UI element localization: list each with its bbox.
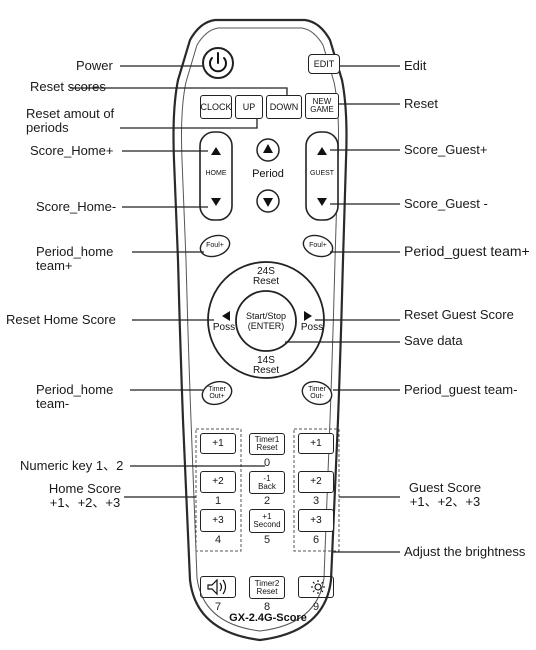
timer2-reset-button[interactable]: Timer2 Reset — [249, 576, 285, 599]
label-score-guest-minus: Score_Guest - — [404, 196, 488, 211]
key-digit: 7 — [214, 601, 222, 613]
arrow-up-icon — [263, 144, 273, 153]
label-reset: Reset — [404, 96, 438, 111]
guest-plus-2-button[interactable]: +2 — [298, 471, 334, 493]
key-digit: 8 — [263, 601, 271, 613]
label-period-guest-minus: Period_guest team- — [404, 382, 518, 397]
guest-rocker-frame — [305, 131, 339, 221]
key-digit: 1 — [214, 495, 222, 507]
up-button[interactable]: UP — [235, 95, 263, 119]
model-label: GX-2.4G-Score — [229, 612, 307, 624]
home-plus-1-button[interactable]: +1 — [200, 433, 236, 454]
period-label: Period — [252, 168, 284, 180]
timer-out-home-button[interactable]: Timer Out+ — [208, 386, 226, 400]
down-button[interactable]: DOWN — [266, 95, 302, 119]
guest-score-group — [293, 428, 340, 552]
home-rocker-frame — [199, 131, 233, 221]
label-reset-home-score: Reset Home Score — [6, 312, 116, 327]
key-digit: 0 — [263, 457, 271, 469]
label-score-home-minus: Score_Home- — [36, 199, 117, 214]
label-save-data: Save data — [404, 333, 463, 348]
reset-24s-button[interactable]: 24S Reset — [252, 266, 280, 287]
power-icon — [209, 52, 227, 73]
label-edit: Edit — [404, 58, 427, 73]
label-score-guest-plus: Score_Guest+ — [404, 142, 488, 157]
key-digit: 5 — [263, 534, 271, 546]
home-plus-3-button[interactable]: +3 — [200, 509, 236, 532]
start-stop-button[interactable]: Start/Stop (ENTER) — [245, 311, 287, 331]
clock-button[interactable]: CLOCK — [200, 95, 232, 119]
arrow-down-icon — [211, 198, 221, 206]
label-numeric-key: Numeric key 1、2 — [20, 458, 124, 473]
label-period-home-minus: Period_home team- — [36, 382, 114, 411]
start-stop-disc — [235, 290, 297, 352]
arrow-left-icon — [222, 311, 230, 321]
new-game-button[interactable]: NEW GAME — [305, 93, 339, 119]
leader-lines — [70, 65, 400, 553]
timer1-reset-button[interactable]: Timer1 Reset — [249, 433, 285, 455]
guest-plus-3-button[interactable]: +3 — [298, 509, 334, 532]
key-digit: 3 — [312, 495, 320, 507]
label-guest-score: Guest Score +1、+2、+3 — [408, 480, 482, 509]
poss-right-button[interactable]: Poss — [300, 322, 324, 333]
guest-plus-1-button[interactable]: +1 — [298, 433, 334, 454]
foul-guest-button[interactable]: Foul+ — [309, 242, 327, 249]
plus-second-button[interactable]: +1 Second — [249, 509, 285, 533]
label-score-home-plus: Score_Home+ — [30, 143, 114, 158]
arrow-up-icon — [317, 147, 327, 155]
arrow-up-icon — [211, 147, 221, 155]
back-button[interactable]: -1 Back — [249, 471, 285, 494]
foul-home-button[interactable]: Foul+ — [206, 242, 224, 249]
home-score-group — [195, 428, 242, 552]
timer-out-guest-button[interactable]: Timer Out- — [308, 386, 326, 400]
label-period-home-plus: Period_home team+ — [36, 244, 114, 273]
timer-out-home-shape — [201, 380, 233, 406]
label-adjust-brightness: Adjust the brightness — [404, 544, 526, 559]
label-reset-periods: Reset amout of periods — [26, 106, 115, 135]
label-period-guest-plus: Period_guest team+ — [404, 243, 530, 259]
label-reset-scores: Reset scores — [30, 79, 106, 94]
edit-button[interactable]: EDIT — [308, 54, 340, 74]
key-digit: 2 — [263, 495, 271, 507]
key-digit: 6 — [312, 534, 320, 546]
volume-icon — [207, 578, 227, 596]
foul-guest-shape — [302, 234, 334, 258]
key-digit: 4 — [214, 534, 222, 546]
label-reset-guest-score: Reset Guest Score — [404, 307, 514, 322]
home-button[interactable]: HOME — [205, 170, 227, 177]
key-digit: 9 — [312, 601, 320, 613]
reset-14s-button[interactable]: 14S Reset — [252, 355, 280, 376]
home-plus-2-button[interactable]: +2 — [200, 471, 236, 493]
label-power: Power — [76, 58, 113, 73]
volume-button[interactable] — [200, 576, 236, 598]
poss-left-button[interactable]: Poss — [212, 322, 236, 333]
arrow-down-icon — [263, 198, 273, 207]
label-home-score: Home Score +1、+2、+3 — [48, 481, 122, 510]
foul-home-shape — [199, 234, 231, 258]
guest-button[interactable]: GUEST — [309, 170, 335, 177]
arrow-right-icon — [304, 311, 312, 321]
brightness-button[interactable] — [298, 576, 334, 598]
arrow-down-icon — [317, 198, 327, 206]
timer-out-guest-shape — [301, 380, 333, 406]
brightness-icon — [311, 580, 325, 594]
